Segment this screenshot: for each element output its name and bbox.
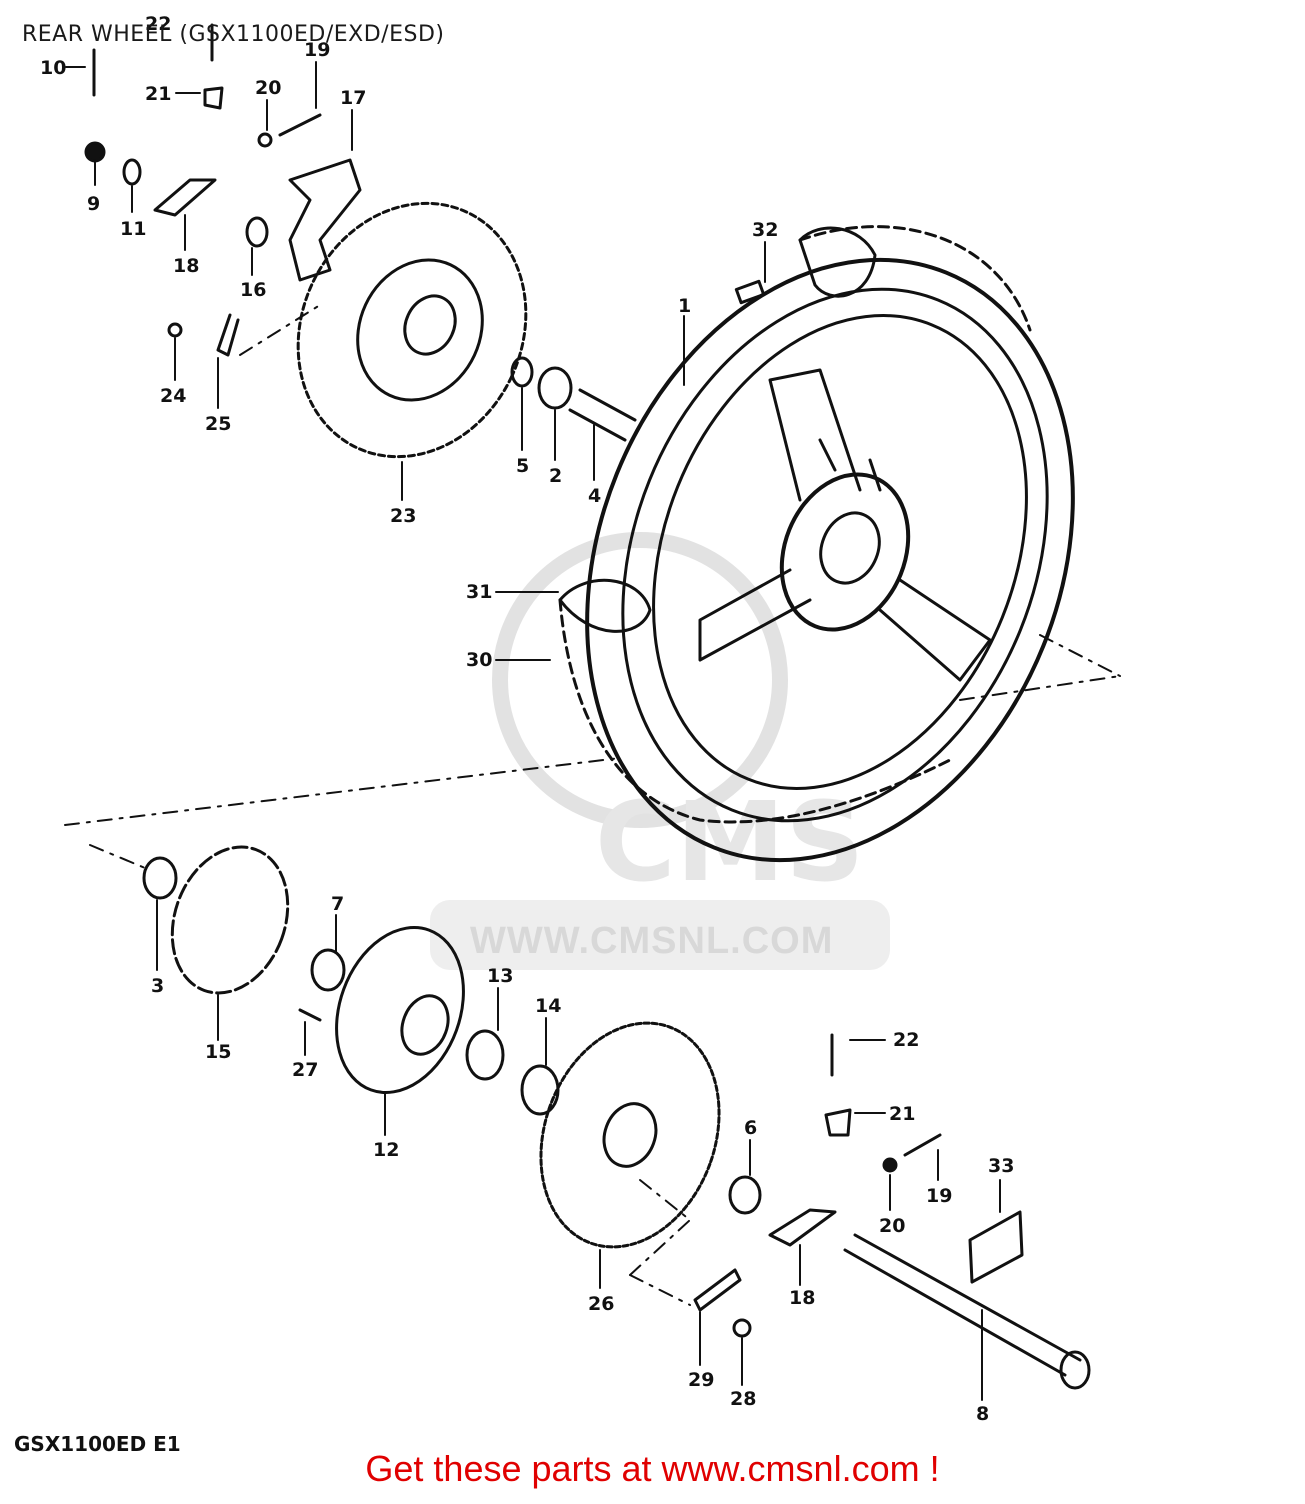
bearing-part-13 [465,1029,505,1081]
page-title: REAR WHEEL (GSX1100ED/EXD/ESD) [22,22,445,47]
callout-9: 9 [87,193,100,215]
callout-12: 12 [373,1139,399,1161]
callout-2: 2 [549,465,562,487]
callout-5: 5 [516,455,529,477]
promo-link[interactable]: Get these parts at www.cmsnl.com ! [365,1448,940,1489]
callout-6: 6 [744,1117,757,1139]
callout-25: 25 [205,413,231,435]
callout-11: 11 [120,218,146,240]
adjuster-part-18-top [153,178,217,217]
sprocket-part-26 [539,1021,721,1249]
callout-18: 18 [173,255,199,277]
damper-part-15 [170,845,290,995]
watermark-logo-text: CMS [595,778,864,906]
callout-19-lower: 19 [926,1185,952,1207]
callout-20-lower: 20 [879,1215,905,1237]
callout-27: 27 [292,1059,318,1081]
callout-16: 16 [240,279,266,301]
callout-4: 4 [588,485,601,507]
callout-30: 30 [466,649,492,671]
oil-seal-part-14 [520,1064,560,1116]
callout-15: 15 [205,1041,231,1063]
callout-23: 23 [390,505,416,527]
bolt-part-24 [167,322,183,338]
caliper-bracket-part-17 [288,158,362,282]
axle-part-8 [843,1233,1091,1390]
nut-part-20-top [257,132,273,148]
callout-32: 32 [752,219,778,241]
callout-1: 1 [678,295,691,317]
bearing-part-2 [537,366,573,410]
sprocket-mount-part-12 [335,926,465,1094]
bolt-part-27 [298,1008,322,1022]
callout-14: 14 [535,995,561,1017]
label-part-33 [968,1210,1024,1284]
valve-part-32 [734,279,766,305]
callout-33: 33 [988,1155,1014,1177]
rear-wheel-part-1 [585,257,1075,863]
tube-cutaway-part-31 [558,226,877,633]
centerline [64,304,1121,1306]
callout-3: 3 [151,975,164,997]
callout-22-lower: 22 [893,1029,919,1051]
callout-17: 17 [340,87,366,109]
watermark-url: WWW.CMSNL.COM [470,920,834,962]
model-code: GSX1100ED E1 [14,1432,181,1456]
bolt-part-19-bottom [903,1133,942,1157]
nut-part-28 [732,1318,752,1338]
callout-22: 22 [145,13,171,35]
nut-part-20-bottom [882,1157,898,1173]
spacer-part-4 [568,388,637,442]
callout-31: 31 [466,581,492,603]
bushing-part-5 [510,356,534,388]
callout-labels: 22 10 19 21 20 17 9 11 18 16 24 25 23 32… [40,13,1014,1425]
callout-29: 29 [688,1369,714,1391]
oil-seal-part-3 [142,856,178,900]
bearing-part-7 [310,948,346,992]
callout-18-lower: 18 [789,1287,815,1309]
callout-24: 24 [160,385,186,407]
bearing-part-16 [245,216,269,248]
callout-21: 21 [145,83,171,105]
callout-19: 19 [304,39,330,61]
bolt-part-19-top [278,113,322,137]
nut-part-21-bottom [824,1108,852,1137]
callout-20: 20 [255,77,281,99]
callout-13: 13 [487,965,513,987]
watermark-logo: CMS [430,532,890,970]
washer-part-9 [84,141,106,163]
callout-26: 26 [588,1293,614,1315]
spacer-part-6 [728,1175,762,1215]
nut-part-21-top [203,86,224,110]
washer-part-11 [122,158,142,186]
leader-lines [65,61,1001,1401]
callout-10: 10 [40,57,66,79]
lock-plate-part-29 [693,1268,742,1312]
lock-plate-part-25 [216,313,240,357]
callout-28: 28 [730,1388,756,1410]
callout-7: 7 [331,893,344,915]
callout-21-lower: 21 [889,1103,915,1125]
callout-8: 8 [976,1403,989,1425]
adjuster-part-18-bottom [768,1208,837,1247]
